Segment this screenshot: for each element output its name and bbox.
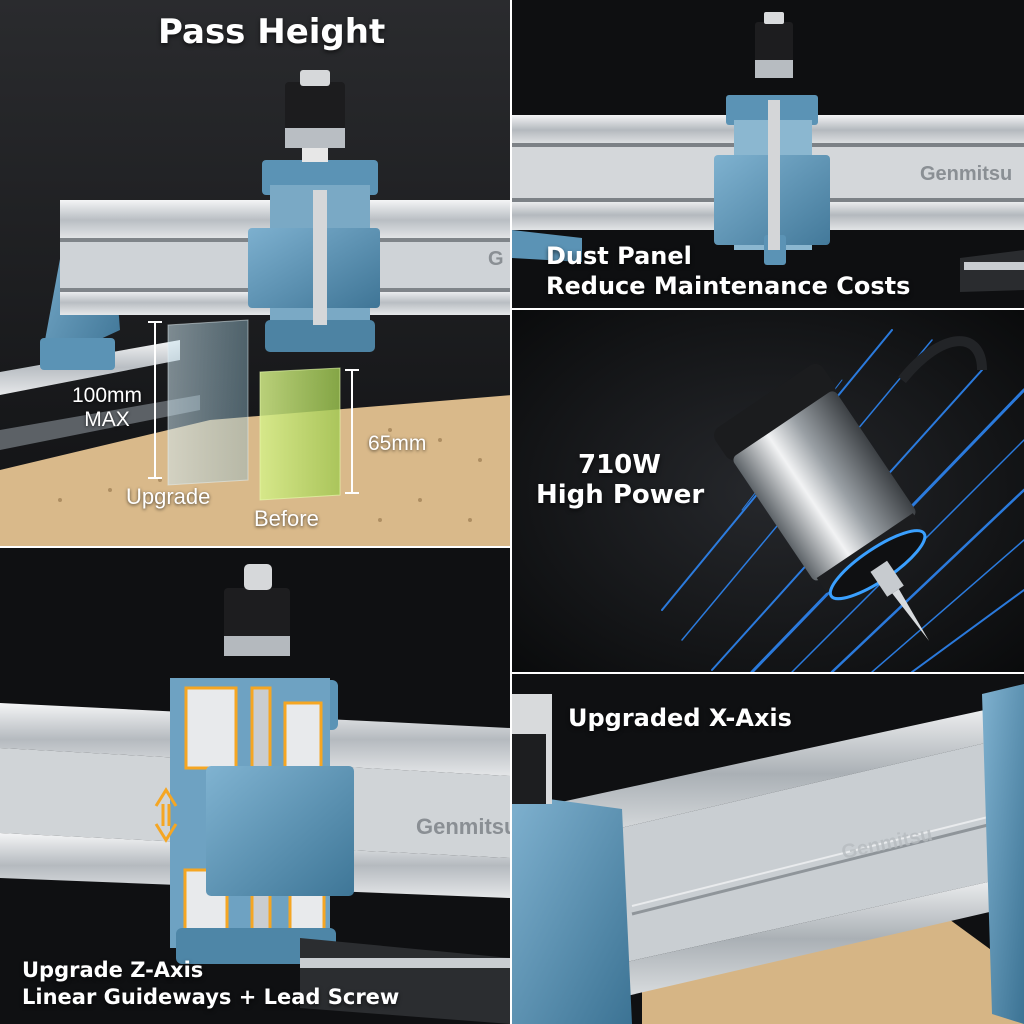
z-axis-title: Upgrade Z-Axis — [22, 958, 204, 982]
spindle-illustration — [512, 310, 1024, 672]
z-axis-illustration — [0, 548, 510, 1024]
dust-panel-panel: Genmitsu Dust Panel Reduce Maintenance C… — [512, 0, 1024, 308]
pass-height-title: Pass Height — [158, 12, 386, 52]
spindle-power-title: 710W — [578, 450, 661, 480]
divider-vertical — [510, 0, 512, 1024]
upgrade-label: Upgrade — [126, 484, 211, 509]
dust-panel-subtitle: Reduce Maintenance Costs — [546, 272, 911, 300]
x-axis-title: Upgraded X-Axis — [568, 704, 792, 732]
before-height-label: 65mm — [368, 432, 427, 455]
x-axis-panel: Upgraded X-Axis Genmitsu — [512, 674, 1024, 1024]
before-label: Before — [254, 506, 319, 531]
x-axis-illustration — [512, 674, 1024, 1024]
spindle-power-subtitle: High Power — [536, 480, 705, 510]
beam-brand-mark: Genmitsu — [416, 814, 510, 839]
dust-panel-title: Dust Panel — [546, 242, 692, 270]
z-axis-subtitle: Linear Guideways + Lead Screw — [22, 985, 400, 1009]
divider-left-horizontal — [0, 546, 510, 548]
spindle-panel: 710W High Power — [512, 310, 1024, 672]
pass-height-panel: Pass Height 100mm MAX 65mm Upgrade Befor… — [0, 0, 512, 546]
beam-brand-mark: G — [488, 248, 504, 270]
pass-height-illustration — [0, 0, 512, 546]
divider-right-lower — [512, 672, 1024, 674]
gantry-brand-mark: Genmitsu — [920, 163, 1013, 185]
upgrade-height-label: 100mm MAX — [72, 384, 143, 431]
up-down-arrow-icon — [154, 787, 178, 843]
dust-panel-illustration — [512, 0, 1024, 308]
divider-right-upper — [512, 308, 1024, 310]
z-axis-panel: Genmitsu Upgrade Z-Axis Linear Guideways… — [0, 548, 510, 1024]
